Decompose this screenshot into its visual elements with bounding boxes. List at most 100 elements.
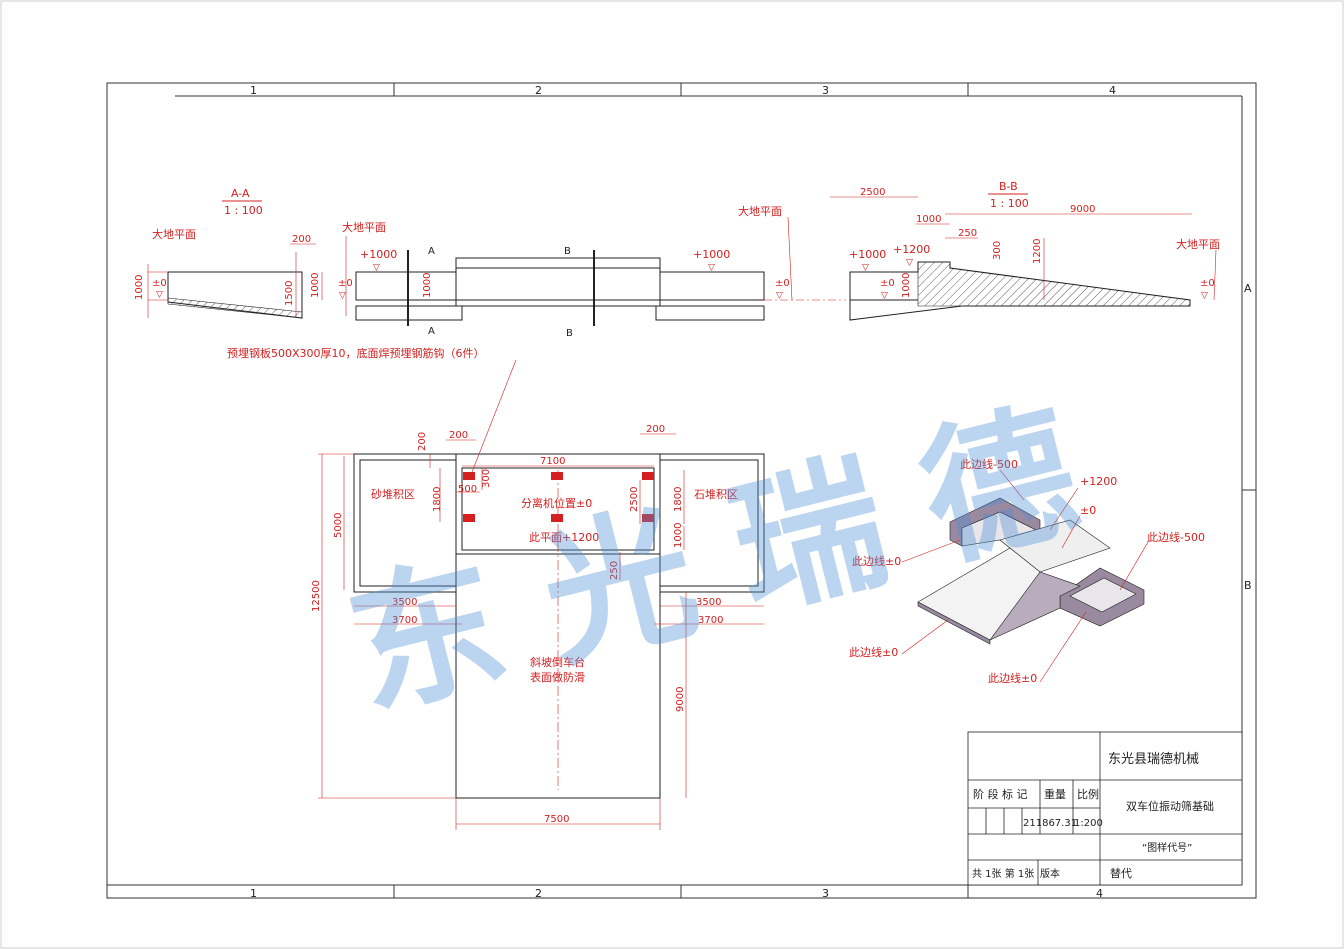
bb-dim-9000: 9000 xyxy=(1070,204,1095,215)
plan-dim-7500: 7500 xyxy=(544,814,569,825)
zone-col-4: 4 xyxy=(1109,84,1116,97)
version-label: 版本 xyxy=(1040,867,1060,880)
ramp-label-2: 表面做防滑 xyxy=(530,670,585,684)
zone-col-3: 3 xyxy=(822,84,829,97)
svg-text:▽: ▽ xyxy=(881,291,888,301)
iso-edge0-b: 此边线±0 xyxy=(849,645,898,659)
aa-dim-200: 200 xyxy=(292,234,311,245)
svg-text:▽: ▽ xyxy=(156,290,163,300)
ratio-label: 比例 xyxy=(1077,787,1099,801)
watermark-char-3: 瑞 xyxy=(715,433,903,640)
plan-dim-3500-a: 3500 xyxy=(392,597,417,608)
plan-dim-1000: 1000 xyxy=(673,523,684,548)
aa-ground-label-2: 大地平面 xyxy=(342,220,386,234)
section-aa-scale: 1 : 100 xyxy=(224,204,263,217)
iso-edge0-c: 此边线±0 xyxy=(988,671,1037,685)
side-elevation: A A B B +1000 ▽ +1000 ▽ 1000 大地平面 ±0 ▽ xyxy=(355,204,846,339)
bb-pm0-right: ±0 xyxy=(1200,278,1215,289)
zone-col-4-bottom: 4 xyxy=(1096,887,1103,900)
zone-col-1: 1 xyxy=(250,84,257,97)
embed-note: 预埋钢板500X300厚10，底面焊预埋钢筋钩（6件） xyxy=(227,346,485,360)
bb-plus1200: +1200 xyxy=(893,243,930,256)
bb-dim-1200: 1200 xyxy=(1032,239,1043,264)
svg-text:▽: ▽ xyxy=(708,263,715,273)
elev-ground-label: 大地平面 xyxy=(738,204,782,218)
aa-dim-1500: 1500 xyxy=(284,281,295,306)
elev-pm0: ±0 xyxy=(775,278,790,289)
cut-a-top: A xyxy=(428,246,435,257)
bb-dim-300: 300 xyxy=(992,241,1003,260)
stone-area-label: 石堆积区 xyxy=(694,488,738,501)
ratio-value: 1:200 xyxy=(1074,818,1103,829)
plan-dim-7100: 7100 xyxy=(540,456,565,467)
ramp-label-1: 斜坡倒车台 xyxy=(530,655,585,669)
svg-text:▽: ▽ xyxy=(776,291,783,301)
company-name: 东光县瑞德机械 xyxy=(1108,752,1199,767)
bb-plus1000: +1000 xyxy=(849,248,886,261)
zone-labels: 1 2 3 4 1 2 3 4 A B xyxy=(250,84,1252,900)
plane-label: 此平面+1200 xyxy=(529,531,599,544)
svg-text:▽: ▽ xyxy=(1201,291,1208,301)
bb-dim-1000v: 1000 xyxy=(901,273,912,298)
plan-dim-9000: 9000 xyxy=(675,687,686,712)
zone-col-2-bottom: 2 xyxy=(535,887,542,900)
svg-text:▽: ▽ xyxy=(906,258,913,268)
cut-b-top: B xyxy=(564,246,571,257)
stage-label: 阶 段 标 记 xyxy=(973,787,1028,801)
aa-ground-label: 大地平面 xyxy=(152,227,196,241)
drawing-code: “图样代号” xyxy=(1142,841,1192,854)
zone-col-3-bottom: 3 xyxy=(822,887,829,900)
plan-dim-250: 250 xyxy=(609,561,620,580)
zone-col-1-bottom: 1 xyxy=(250,887,257,900)
plan-dim-300: 300 xyxy=(481,469,492,488)
svg-text:▽: ▽ xyxy=(862,263,869,273)
elev-plus1000-right: +1000 xyxy=(693,248,730,261)
section-bb-title: B-B xyxy=(999,180,1018,193)
svg-text:▽: ▽ xyxy=(339,291,346,301)
plan-dim-3500-b: 3500 xyxy=(696,597,721,608)
bb-dim-2500: 2500 xyxy=(860,187,885,198)
iso-edge-minus500-a: 此边线-500 xyxy=(960,457,1018,471)
aa-dim-1000b: 1000 xyxy=(310,273,321,298)
section-bb: B-B 1 : 100 2500 1000 9000 250 300 1200 … xyxy=(830,180,1220,321)
aa-pm0: ±0 xyxy=(152,278,167,289)
plan-dim-200-a: 200 xyxy=(449,430,468,441)
plan-view: 预埋钢板500X300厚10，底面焊预埋钢筋钩（6件） xyxy=(227,346,765,830)
cut-b-bottom: B xyxy=(566,328,573,339)
title-block: 东光县瑞德机械 双车位振动筛基础 阶 段 标 记 重量 比例 211867.31… xyxy=(967,731,1243,886)
section-bb-scale: 1 : 100 xyxy=(990,197,1029,210)
plan-dim-200-v: 200 xyxy=(417,432,428,451)
cut-a-bottom: A xyxy=(428,326,435,337)
plan-dim-12500: 12500 xyxy=(311,580,322,612)
zone-col-2: 2 xyxy=(535,84,542,97)
elev-dim-1000: 1000 xyxy=(422,273,433,298)
weight-value: 211867.31 xyxy=(1023,818,1077,829)
watermark-char-4: 德 xyxy=(905,383,1093,590)
bb-dim-250: 250 xyxy=(958,228,977,239)
elev-plus1000-left: +1000 xyxy=(360,248,397,261)
aa-dim-1000: 1000 xyxy=(134,275,145,300)
plan-dim-5000: 5000 xyxy=(333,513,344,538)
zone-row-a: A xyxy=(1244,282,1252,295)
sand-area-label: 砂堆积区 xyxy=(371,488,415,501)
plan-dim-500: 500 xyxy=(458,484,477,495)
isometric-view: 此边线-500 +1200 ±0 此边线-500 此边线±0 此边线±0 此边线… xyxy=(849,457,1205,685)
iso-edge-minus500-b: 此边线-500 xyxy=(1147,530,1205,544)
plan-dim-3700-a: 3700 xyxy=(392,615,417,626)
plan-dim-2500: 2500 xyxy=(629,487,640,512)
iso-plus1200: +1200 xyxy=(1080,475,1117,488)
plan-dim-1800-b: 1800 xyxy=(673,487,684,512)
drawing-name: 双车位振动筛基础 xyxy=(1126,799,1214,813)
bb-pm0: ±0 xyxy=(880,278,895,289)
iso-pm0: ±0 xyxy=(1080,504,1096,517)
watermark: 东 光 瑞 德 xyxy=(333,383,1093,741)
section-aa: A-A 1 : 100 大地平面 1000 ±0 ▽ 200 1500 1000… xyxy=(134,187,386,319)
separator-label: 分离机位置±0 xyxy=(521,496,592,510)
embed-plates xyxy=(463,472,654,522)
replace-label: 替代 xyxy=(1110,866,1132,880)
iso-edge0-a: 此边线±0 xyxy=(852,554,901,568)
svg-text:▽: ▽ xyxy=(373,263,380,273)
weight-label: 重量 xyxy=(1044,787,1066,801)
plan-dim-3700-b: 3700 xyxy=(698,615,723,626)
